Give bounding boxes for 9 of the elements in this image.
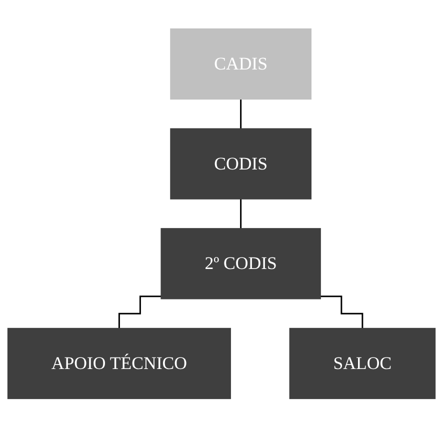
connector xyxy=(240,98,242,130)
node-box: CODIS xyxy=(170,128,312,200)
node-box: 2º CODIS xyxy=(160,228,321,300)
node-box: SALOC xyxy=(289,328,436,400)
node-box: CADIS xyxy=(170,28,312,100)
connector xyxy=(320,296,364,330)
node-box: APOIO TÉCNICO xyxy=(7,328,231,400)
connector xyxy=(240,198,242,230)
connector xyxy=(118,296,162,330)
